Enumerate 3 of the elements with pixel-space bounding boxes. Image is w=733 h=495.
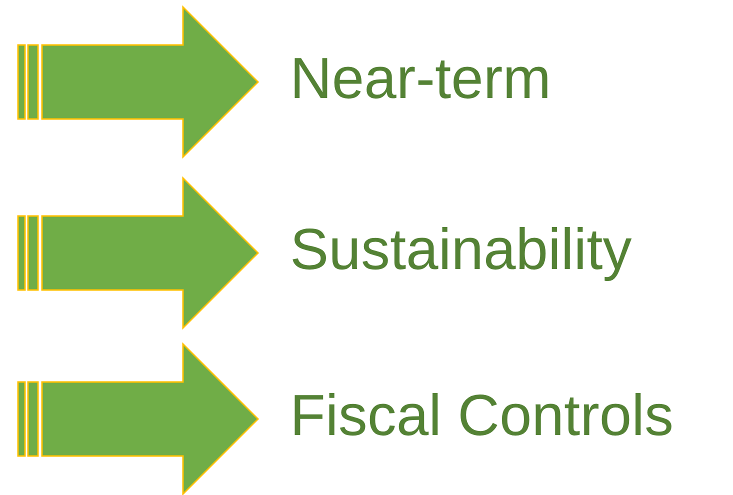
heading-text: Sustainability xyxy=(290,221,632,279)
heading-text: Near-term xyxy=(290,50,552,108)
heading-text: Fiscal Controls xyxy=(290,387,674,445)
